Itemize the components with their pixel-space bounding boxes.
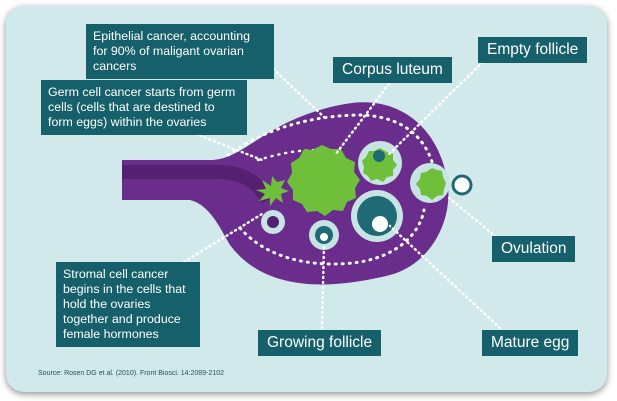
stromal-leader xyxy=(182,212,264,264)
corpus-luteum-leader xyxy=(333,78,394,157)
growing-follicle-leader xyxy=(320,242,326,330)
corpus-luteum-label: Corpus luteum xyxy=(333,57,452,83)
empty-follicle-leader xyxy=(385,53,492,158)
epithelial-dotted-edge xyxy=(226,113,438,182)
germ-cell-callout: Germ cell cancer starts from germ cells … xyxy=(41,80,247,135)
germ-cell-leader xyxy=(184,128,264,162)
source-citation: Source: Rosen DG et al. (2010). Front Bi… xyxy=(38,370,224,377)
mature-egg-leader xyxy=(388,224,502,330)
ovulation-leader xyxy=(446,195,502,242)
mature-egg-label: Mature egg xyxy=(482,330,579,356)
stromal-dotted-line-inner xyxy=(256,148,322,162)
empty-follicle-label: Empty follicle xyxy=(478,37,588,63)
leader-lines xyxy=(182,53,502,330)
mature-egg xyxy=(372,216,388,232)
epithelial-leader xyxy=(264,60,327,120)
growing-follicle-small-core xyxy=(267,216,279,228)
growing-follicle-label: Growing follicle xyxy=(258,330,382,356)
growing-follicle-egg xyxy=(320,233,328,241)
stromal-dotted-line xyxy=(238,208,426,266)
ovulation-label: Ovulation xyxy=(492,236,576,262)
epithelial-callout: Epithelial cancer, accounting for 90% of… xyxy=(86,24,274,79)
germ-cell-cancer xyxy=(256,176,289,206)
stromal-callout: Stromal cell cancer begins in the cells … xyxy=(56,262,200,347)
released-egg xyxy=(451,174,473,196)
empty-follicle-cells xyxy=(362,148,397,182)
corpus-luteum xyxy=(287,145,360,216)
ovulating-follicle-cells xyxy=(416,168,446,200)
empty-follicle-core xyxy=(373,150,385,162)
